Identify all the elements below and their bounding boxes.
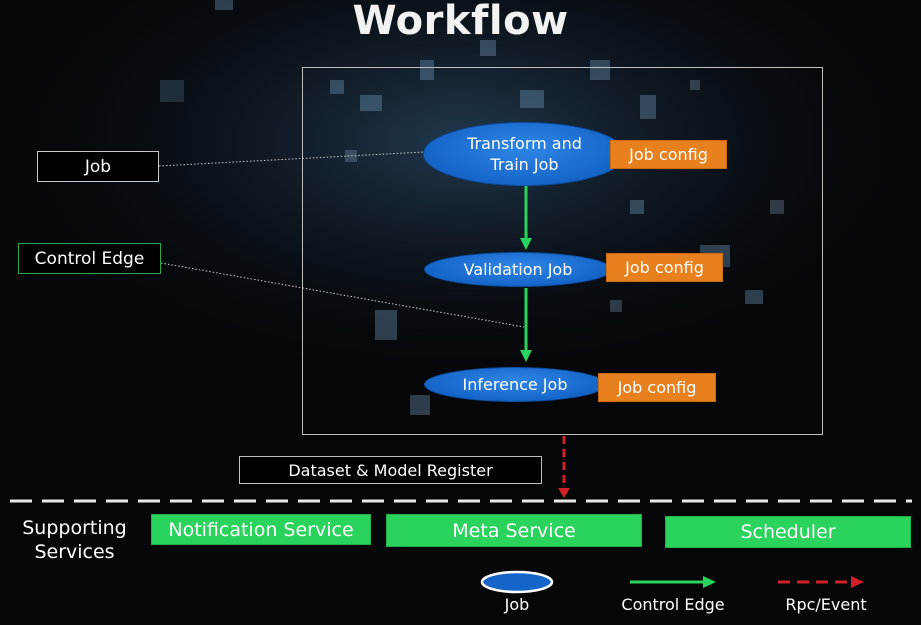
control-edge-1-arrowhead [520, 238, 532, 250]
validation-job-config[interactable]: Job config [606, 253, 723, 282]
transform-train-job-config[interactable]: Job config [610, 140, 727, 169]
control-edge-annotation-label: Control Edge [18, 243, 161, 274]
job-annotation-line [158, 151, 425, 167]
transform-train-job[interactable]: Transform and Train Job [423, 122, 626, 186]
job-annotation-label: Job [37, 151, 159, 182]
notification-service[interactable]: Notification Service [151, 514, 371, 545]
scheduler-service[interactable]: Scheduler [665, 516, 911, 548]
legend-rpc-event-arrowhead [851, 576, 864, 588]
legend-control-edge-arrowhead [703, 576, 716, 588]
supporting-services-label: Supporting Services [22, 517, 127, 563]
page-title: Workflow [352, 0, 569, 44]
legend-job-label: Job [504, 595, 530, 614]
legend-rpc-event-label: Rpc/Event [785, 595, 867, 614]
inference-job-label: Inference Job [462, 375, 568, 394]
inference-job[interactable]: Inference Job [424, 367, 606, 402]
meta-service[interactable]: Meta Service [386, 514, 642, 547]
inference-job-config[interactable]: Job config [598, 373, 716, 402]
validation-job[interactable]: Validation Job [424, 252, 612, 287]
transform-train-job-label: Transform and Train Job [467, 134, 582, 174]
dataset-model-register[interactable]: Dataset & Model Register [239, 456, 542, 484]
workflow-frame [302, 67, 823, 435]
control-edge-2-arrowhead [520, 350, 532, 362]
legend-job-symbol [480, 570, 554, 594]
legend-control-edge-label: Control Edge [621, 595, 725, 614]
validation-job-label: Validation Job [463, 260, 573, 279]
rpc-event-arrowhead [558, 488, 570, 498]
